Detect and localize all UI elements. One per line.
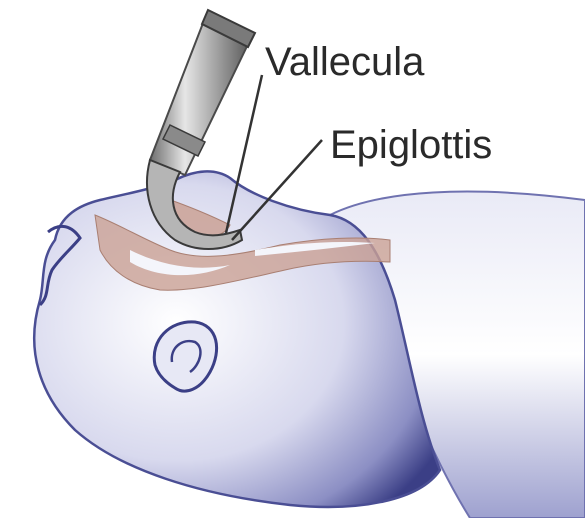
epiglottis-label: Epiglottis bbox=[330, 123, 492, 167]
vallecula-label: Vallecula bbox=[265, 40, 425, 84]
